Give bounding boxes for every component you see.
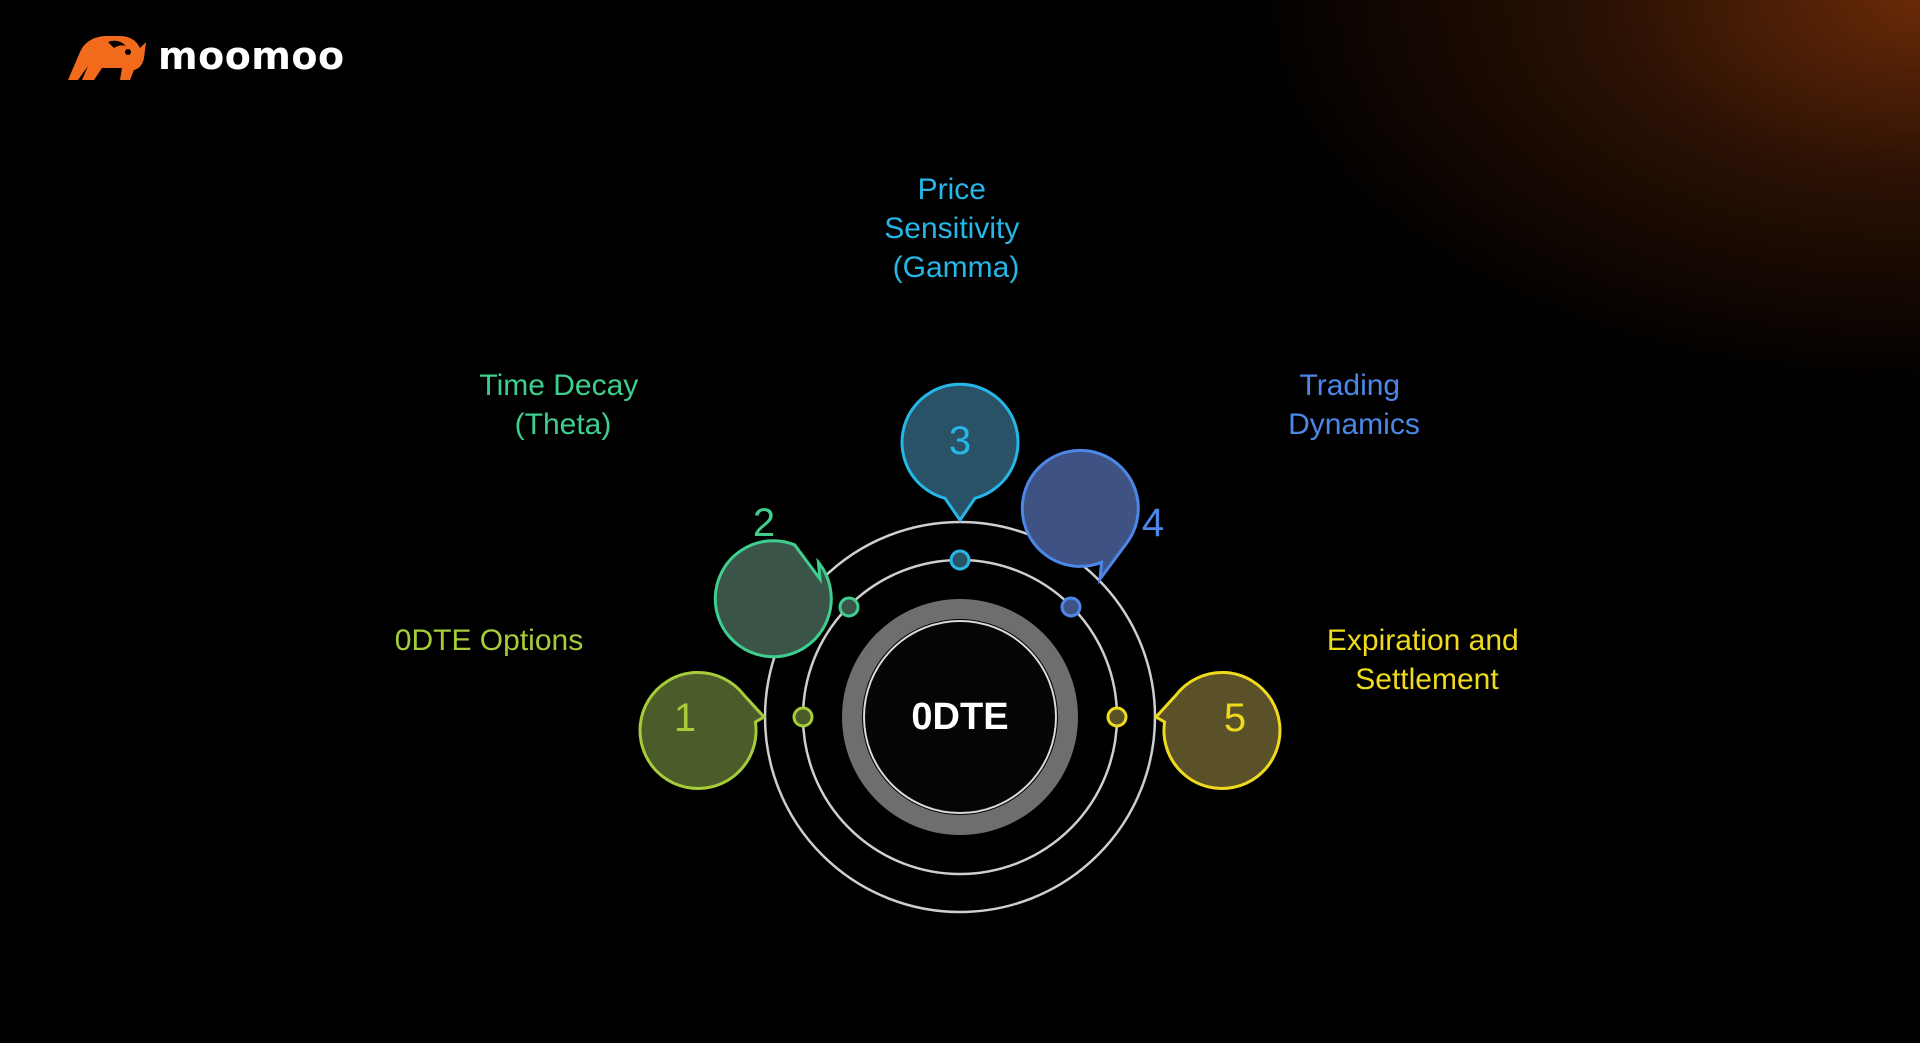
item-2-number: 2 [753, 501, 775, 545]
item-5-bubble [1153, 671, 1282, 790]
item-4-label: Trading Dynamics [1288, 369, 1420, 441]
item-2-label: Time Decay (Theta) [479, 369, 646, 441]
item-5-number: 5 [1224, 696, 1246, 740]
item-5-marker [1106, 706, 1128, 728]
item-1-bubble [638, 671, 767, 790]
brand-name: moomoo [158, 34, 345, 78]
core-disc [863, 620, 1057, 814]
item-3-bubble [900, 382, 1020, 523]
item-3-number: 3 [949, 419, 971, 463]
item-2-bubble [713, 539, 833, 659]
item-5-label: Expiration and Settlement [1327, 624, 1527, 696]
item-5: 5 Expiration and Settlement [1106, 624, 1527, 790]
item-1-marker [792, 706, 814, 728]
item-1-number: 1 [674, 696, 696, 740]
item-3: 3 Price Sensitivity (Gamma) [884, 173, 1027, 571]
item-2: 2 Time Decay (Theta) [479, 369, 860, 659]
item-4: 4 Trading Dynamics [1020, 369, 1420, 618]
item-2-marker [838, 596, 860, 618]
core-ring [842, 599, 1078, 835]
center-label: 0DTE [911, 696, 1008, 738]
item-4-bubble [1020, 448, 1140, 585]
bull-logo-icon [64, 28, 148, 84]
item-3-label: Price Sensitivity (Gamma) [884, 173, 1027, 284]
item-4-number: 4 [1142, 501, 1164, 545]
item-4-marker [1060, 596, 1082, 618]
item-1-label: 0DTE Options [395, 624, 583, 657]
item-3-marker [949, 549, 971, 571]
brand: moomoo [64, 26, 345, 86]
item-1: 1 0DTE Options [395, 624, 814, 790]
